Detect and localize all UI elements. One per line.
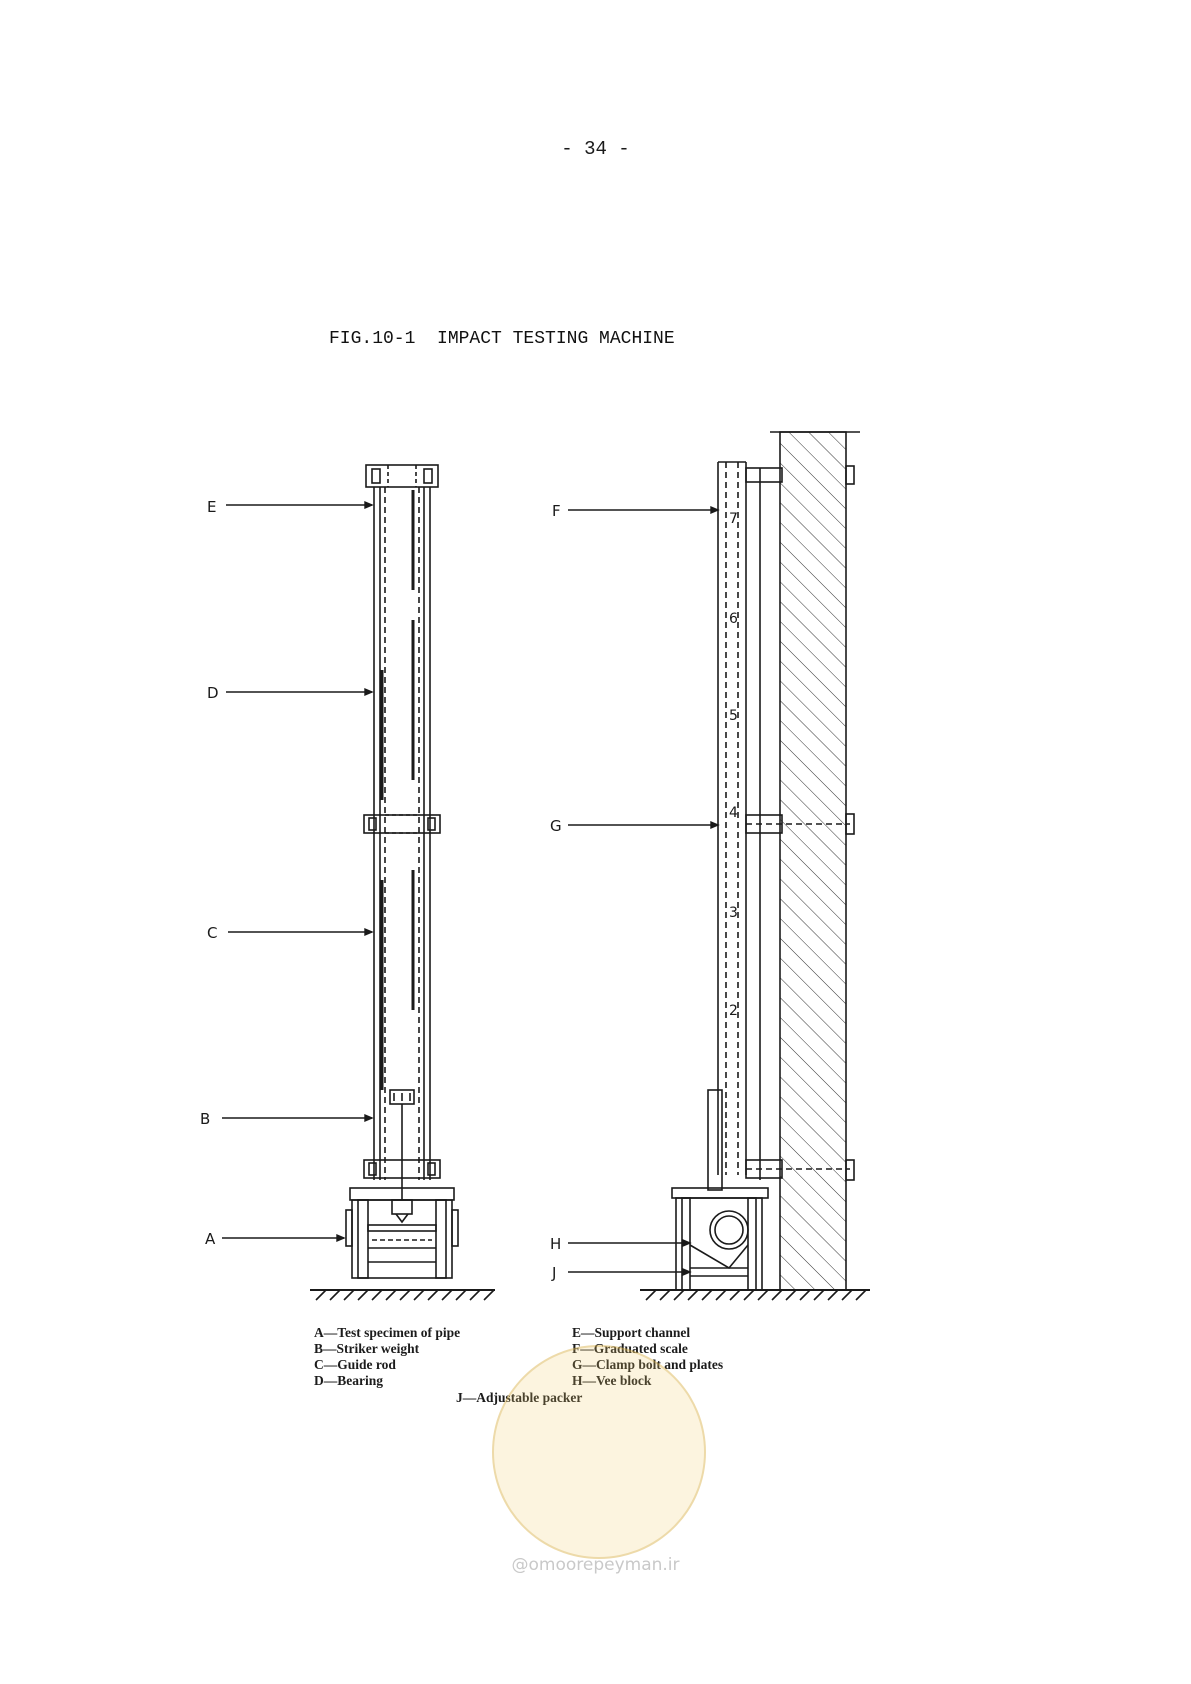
callout-b: B [200,1110,210,1128]
scale-mark-2: 2 [729,1003,738,1019]
legend-item-c: C—Guide rod [314,1357,396,1372]
scale-mark-6: 6 [729,611,738,627]
legend-left-column: A—Test specimen of pipe B—Striker weight… [314,1325,460,1389]
scale-mark-7: 7 [729,511,738,527]
scale-mark-4: 4 [729,805,738,821]
callout-g: G [550,817,562,835]
legend-item-a: A—Test specimen of pipe [314,1325,461,1340]
callout-h: H [550,1235,561,1253]
side-view [640,431,870,1301]
page-number: - 34 - [561,138,630,160]
legend-item-d: D—Bearing [314,1373,383,1388]
scale-mark-5: 5 [729,708,738,724]
scale-mark-3: 3 [729,905,738,921]
watermark-logo [492,1345,706,1559]
figure-title: FIG.10-1 IMPACT TESTING MACHINE [329,329,675,349]
front-view-leaders [222,500,374,1243]
legend-item-e: E—Support channel [572,1325,691,1340]
callout-d: D [207,684,219,702]
side-view-leaders [568,505,720,1277]
watermark-text: @omoorepeyman.ir [511,1555,680,1575]
front-view [310,464,495,1301]
callout-j: J [551,1264,556,1282]
callout-e: E [207,498,216,516]
callout-a: A [205,1230,216,1248]
callout-f: F [552,502,561,520]
legend-item-b: B—Striker weight [314,1341,420,1356]
callout-c: C [207,924,217,942]
